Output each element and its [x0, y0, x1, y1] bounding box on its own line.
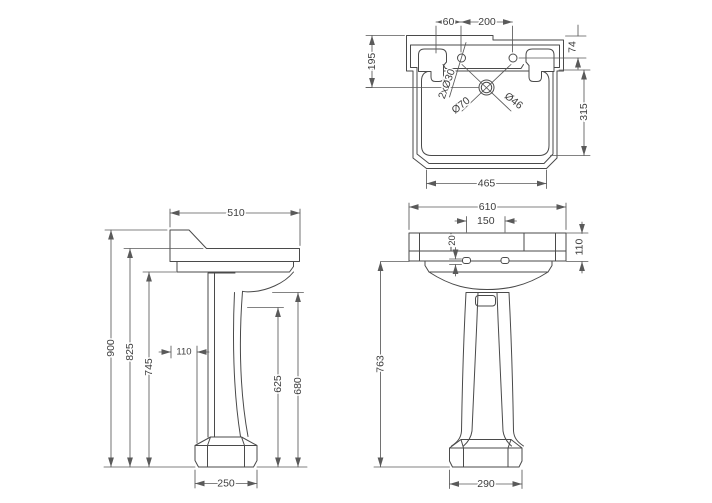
side-dim-bowl-front-height: 680 [292, 377, 304, 395]
plan-waste-cross-lines [461, 64, 512, 112]
dim-side-depth: 510 [169, 206, 301, 246]
side-dim-base-depth: 250 [217, 478, 235, 490]
side-dim-depth: 510 [227, 207, 245, 219]
side-bowl-underside [242, 271, 294, 293]
side-pedestal [207, 272, 249, 438]
dim-extensions [169, 208, 301, 246]
dim-front-base-width: 290 [449, 469, 523, 492]
front-basin-lip [424, 260, 553, 273]
dim-side-bowl-low-height: 625 [247, 307, 286, 468]
front-dim-tap-spacing: 150 [477, 215, 495, 227]
side-dim-wall-clearance: 110 [176, 347, 191, 358]
plan-tap-hole-leader [449, 42, 467, 98]
side-dim-bowl-low-height: 625 [272, 375, 284, 393]
dim-extensions [426, 169, 547, 189]
dim-extensions [566, 232, 589, 262]
plan-dim-deck-to-front: 315 [578, 103, 590, 121]
plan-deck-front-edge [442, 64, 524, 69]
plan-bowl-floor [421, 70, 550, 156]
side-basin-profile [169, 229, 300, 262]
dim-extensions [449, 469, 523, 489]
plan-label-waste-outer: Ø70 [449, 95, 472, 117]
dim-extensions [518, 35, 587, 59]
plan-dim-edge-to-waste: 195 [366, 53, 378, 71]
dim-front-tap-spacing: 150 [454, 214, 517, 233]
plan-dim-tap-offset: 60 [443, 16, 455, 28]
plan-label-waste-inner: Ø46 [502, 90, 525, 112]
front-tap-hole-left [462, 257, 471, 264]
dim-plan-edge-to-waste: 195 [365, 35, 405, 88]
front-view: 610 150 20 110 763 290 [373, 200, 589, 492]
plan-dim-inner-width: 465 [478, 178, 496, 190]
dim-extensions [550, 69, 591, 156]
dim-plan-inner-width: 465 [426, 169, 547, 191]
dim-side-overall-height: 900 [104, 229, 168, 468]
front-dim-tap-inset: 20 [447, 235, 458, 246]
dim-side-bowl-front-height: 680 [272, 292, 306, 468]
dim-extensions [435, 25, 462, 54]
plan-tap-hole-right [508, 53, 518, 63]
side-dim-overall-height: 900 [105, 339, 117, 357]
dim-extensions [408, 202, 567, 230]
front-pedestal-hole [475, 295, 496, 307]
dim-plan-edge-to-tap: 74 [518, 24, 587, 70]
dim-extensions [449, 258, 462, 265]
front-dim-width: 610 [479, 201, 497, 213]
dim-front-rim-depth: 110 [566, 221, 589, 274]
plan-dim-tap-spacing: 200 [478, 16, 496, 28]
front-dim-rim-depth: 110 [574, 238, 586, 255]
plan-right-soap-ledge [525, 48, 555, 82]
plan-outer-outline [406, 35, 564, 169]
dim-extensions [194, 469, 258, 489]
dim-extensions [170, 345, 198, 444]
dim-front-pedestal-height: 763 [373, 261, 410, 468]
front-pedestal [451, 292, 524, 447]
side-dim-rim-height: 825 [124, 343, 136, 361]
side-pedestal-base [194, 436, 258, 468]
dim-plan-tap-offset: 60 [435, 15, 462, 54]
dim-plan-tap-spacing: 200 [460, 15, 513, 53]
plan-dim-edge-to-tap: 74 [567, 41, 579, 53]
front-bowl-curve [428, 271, 549, 290]
dim-extensions [466, 216, 506, 233]
dim-side-rim-height: 825 [123, 248, 204, 468]
dim-side-base-depth: 250 [194, 469, 258, 491]
dim-side-wall-clearance: 110 [158, 345, 210, 444]
front-dim-pedestal-height: 763 [375, 355, 387, 373]
front-dim-base-width: 290 [477, 478, 495, 490]
dim-front-tap-inset: 20 [446, 234, 462, 277]
dim-plan-deck-to-front: 315 [550, 69, 592, 156]
side-view: 510 900 825 745 110 625 [104, 206, 308, 491]
plan-view: 60 200 74 195 315 465 2xØ30 Ø7 [365, 15, 592, 192]
side-basin-underlip [176, 261, 294, 273]
front-basin-rim [408, 232, 567, 262]
front-tap-hole-right [500, 257, 510, 264]
dim-front-width: 610 [408, 200, 567, 230]
plan-inner-rim [410, 44, 560, 164]
dim-extensions [365, 35, 405, 88]
side-dim-underside-height: 745 [143, 358, 155, 376]
front-pedestal-base [449, 439, 523, 468]
dim-side-underside-height: 745 [142, 271, 177, 468]
